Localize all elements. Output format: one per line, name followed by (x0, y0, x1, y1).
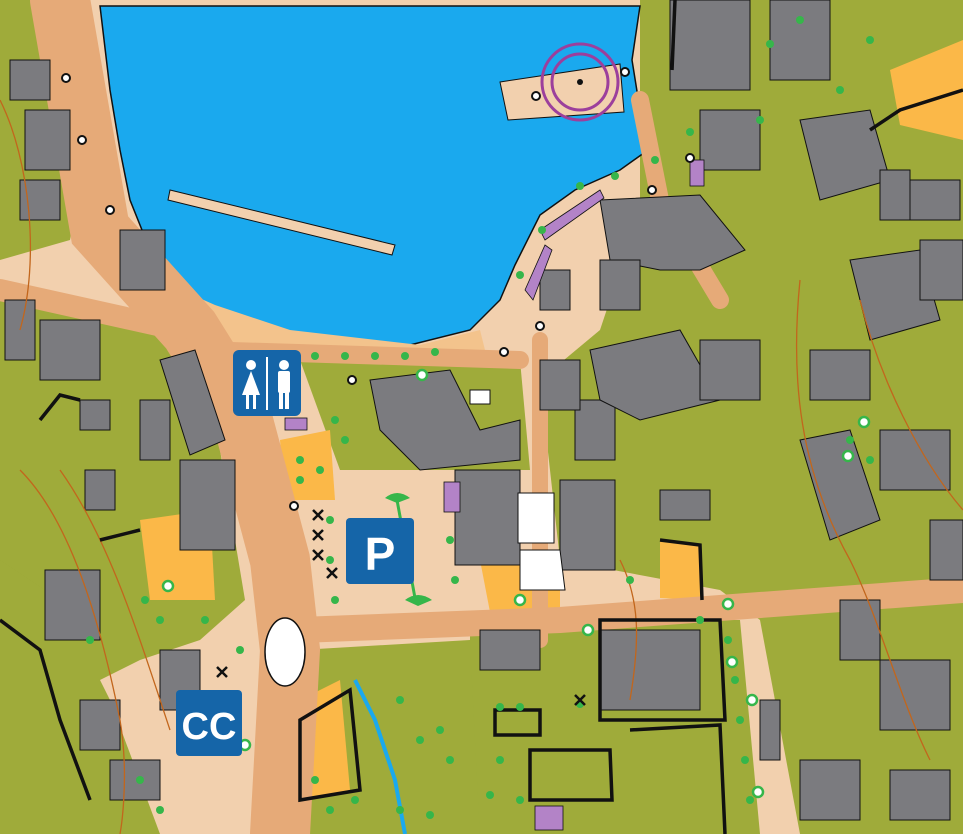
parking-sign[interactable]: P (346, 518, 414, 584)
white-areas (469, 389, 566, 591)
roundabout (264, 617, 306, 687)
control-center-dot (577, 79, 583, 85)
contour-lines (0, 99, 963, 834)
buildings (4, 0, 963, 821)
parking-label: P (365, 528, 396, 580)
breakwater (167, 189, 396, 256)
tree-symbols (86, 16, 874, 819)
tree-ring-symbols (161, 368, 871, 799)
restricted-areas (284, 159, 705, 831)
toilets-icon[interactable] (233, 350, 301, 416)
control-circle-icon (540, 42, 620, 122)
cc-label: CC (182, 706, 237, 748)
beach (165, 285, 485, 360)
post-symbols (61, 67, 695, 511)
cc-sign[interactable]: CC (176, 690, 242, 756)
cross-symbols (216, 509, 586, 706)
